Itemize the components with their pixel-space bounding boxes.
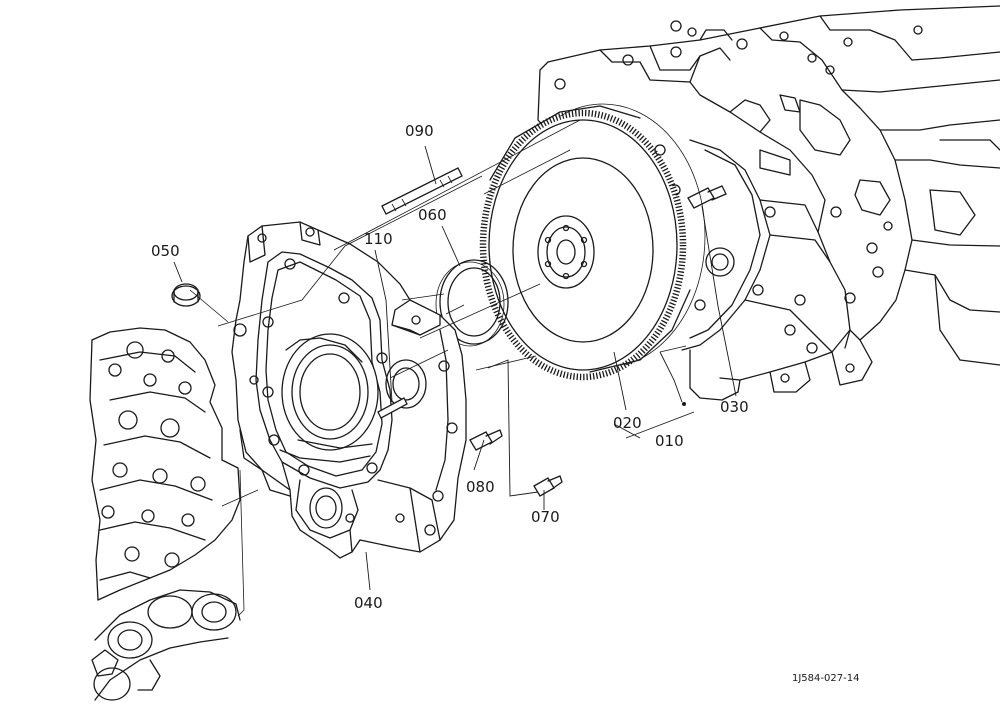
bolt-070	[533, 475, 563, 497]
callout-leaders	[173, 145, 737, 591]
callout-090: 090	[405, 122, 434, 140]
bolt-030	[687, 185, 727, 209]
flywheel-housing-040	[231, 221, 467, 559]
flywheel-020	[479, 103, 706, 381]
callout-030: 030	[720, 398, 749, 416]
callout-070: 070	[531, 508, 560, 526]
callout-060: 060	[418, 206, 447, 224]
callout-010: 010	[655, 432, 684, 450]
plug-050	[171, 283, 201, 307]
bolt-080	[469, 429, 503, 451]
drawing-reference-number: 1J584-027-14	[792, 673, 860, 684]
callout-050: 050	[151, 242, 180, 260]
callout-040: 040	[354, 594, 383, 612]
crankshaft	[91, 589, 241, 701]
callout-080: 080	[466, 478, 495, 496]
callout-020: 020	[613, 414, 642, 432]
transmission-housing	[537, 5, 1000, 401]
callout-110: 110	[364, 230, 393, 248]
stud-090	[381, 167, 463, 215]
stud-110	[377, 397, 408, 419]
assembly-lines	[189, 119, 687, 617]
engine-block	[89, 327, 241, 601]
